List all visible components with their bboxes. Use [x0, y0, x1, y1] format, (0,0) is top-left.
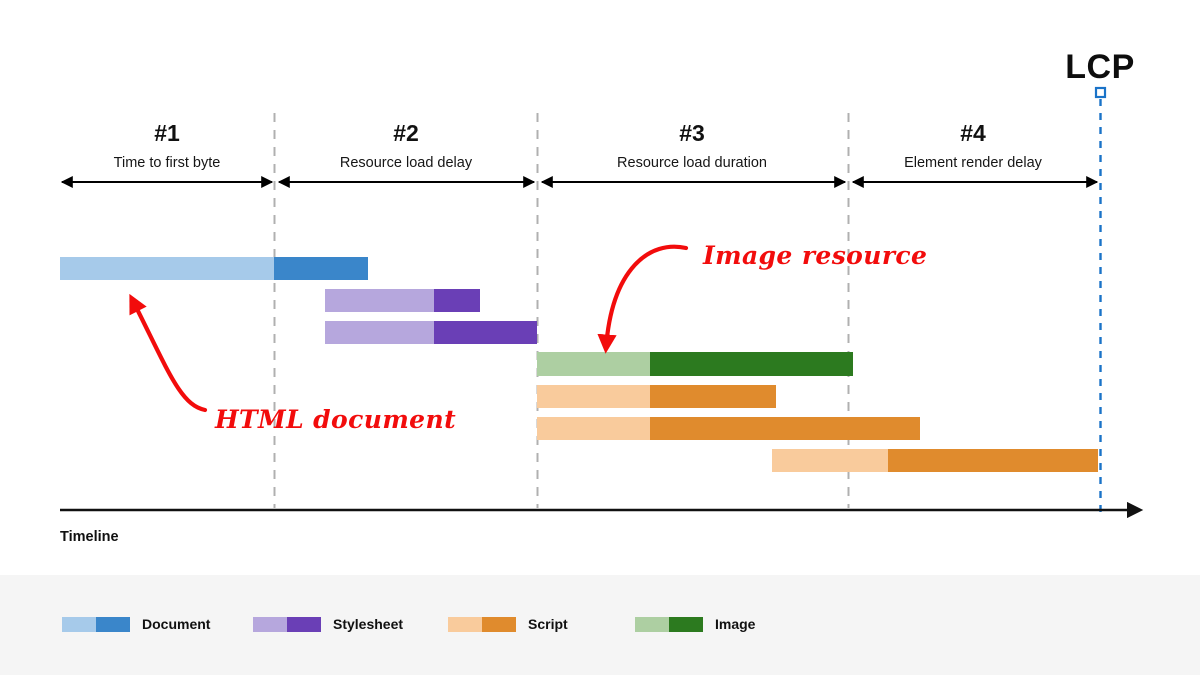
- bar-segment-download: [888, 449, 1098, 472]
- legend-item-stylesheet[interactable]: Stylesheet: [253, 616, 403, 632]
- legend-label: Script: [528, 616, 568, 632]
- resource-bar-1-document: [60, 257, 368, 280]
- legend-swatch-dark: [287, 617, 321, 632]
- bar-segment-delay: [537, 352, 650, 376]
- legend-swatch-light: [253, 617, 287, 632]
- annotation-image-resource: Image resource: [597, 241, 927, 354]
- bar-segment-delay: [537, 417, 650, 440]
- phase-number-3: #3: [679, 120, 705, 146]
- legend: Document Stylesheet Script Image: [62, 616, 756, 632]
- legend-swatch-dark: [482, 617, 516, 632]
- bar-segment-download: [650, 417, 920, 440]
- phase-group-1: #1 Time to first byte: [60, 120, 274, 188]
- resource-bar-3-stylesheet: [325, 321, 537, 344]
- phase-label-3: Resource load duration: [617, 155, 767, 171]
- bar-segment-delay: [60, 257, 274, 280]
- resource-bar-4-image: [537, 352, 853, 376]
- resource-bar-5-script: [537, 385, 776, 408]
- legend-swatch-dark: [669, 617, 703, 632]
- bar-segment-download: [274, 257, 368, 280]
- legend-band-background: [0, 575, 1200, 675]
- phase-label-2: Resource load delay: [340, 155, 473, 171]
- phase-group-3: #3 Resource load duration: [540, 120, 847, 188]
- phase-group-4: #4 Element render delay: [851, 120, 1099, 188]
- legend-label: Document: [142, 616, 211, 632]
- bar-segment-download: [434, 289, 480, 312]
- bar-segment-download: [650, 385, 776, 408]
- resource-bar-6-script: [537, 417, 920, 440]
- annotation-arrow-html-document: [129, 293, 208, 413]
- legend-swatch-dark: [96, 617, 130, 632]
- bar-segment-delay: [325, 289, 434, 312]
- bar-segment-delay: [772, 449, 888, 472]
- lcp-marker-square: [1094, 86, 1107, 99]
- annotation-html-document: HTML document: [129, 293, 456, 434]
- resource-bars-layer: [60, 257, 1098, 472]
- legend-swatch-light: [62, 617, 96, 632]
- resource-bar-2-stylesheet: [325, 289, 480, 312]
- legend-swatch-light: [635, 617, 669, 632]
- legend-item-script[interactable]: Script: [448, 616, 568, 632]
- resource-bar-7-script: [772, 449, 1098, 472]
- timeline-axis-label: Timeline: [60, 529, 119, 545]
- phase-number-2: #2: [393, 120, 419, 146]
- legend-swatch-light: [448, 617, 482, 632]
- annotation-label-image-resource: Image resource: [702, 241, 927, 270]
- legend-label: Image: [715, 616, 756, 632]
- bar-segment-download: [434, 321, 537, 344]
- legend-item-document[interactable]: Document: [62, 616, 211, 632]
- bar-segment-delay: [325, 321, 434, 344]
- annotation-label-html-document: HTML document: [214, 405, 456, 434]
- phase-group-2: #2 Resource load delay: [277, 120, 536, 188]
- legend-label: Stylesheet: [333, 616, 403, 632]
- annotation-arrow-image-resource: [597, 244, 689, 354]
- phase-number-1: #1: [154, 120, 180, 146]
- phase-label-4: Element render delay: [904, 155, 1043, 171]
- phase-number-4: #4: [960, 120, 986, 146]
- lcp-title: LCP: [1065, 48, 1135, 86]
- bar-segment-delay: [537, 385, 650, 408]
- phase-label-1: Time to first byte: [114, 155, 221, 171]
- bar-segment-download: [650, 352, 853, 376]
- legend-item-image[interactable]: Image: [635, 616, 756, 632]
